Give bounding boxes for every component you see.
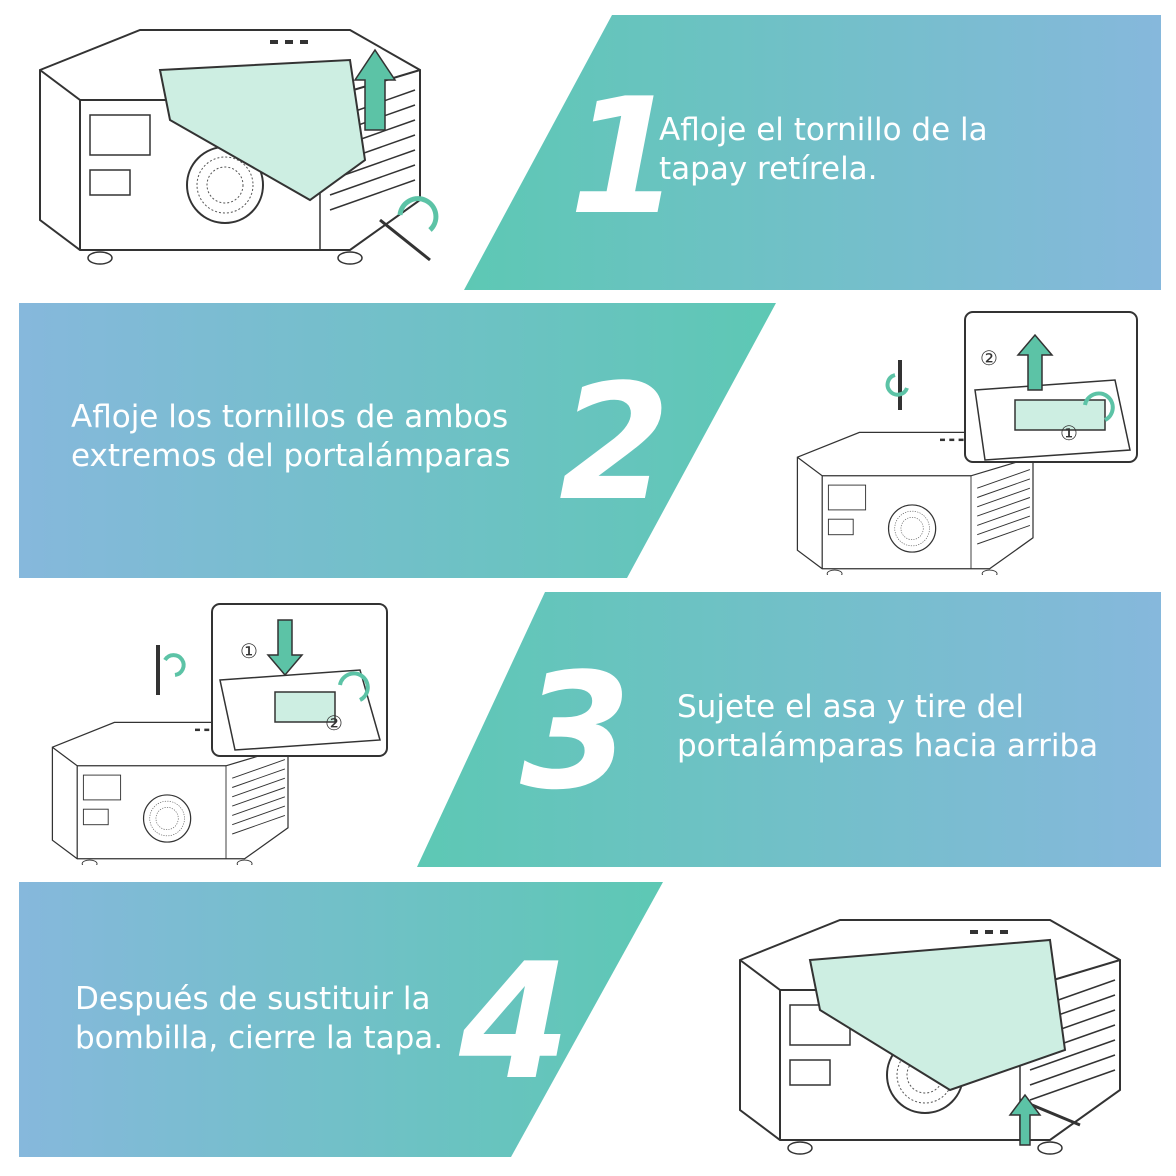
step-3-callout-2: ② — [325, 711, 343, 735]
projector-cover-removal-icon — [20, 10, 450, 275]
step-2-callout-1: ① — [1060, 421, 1078, 445]
step-4-text-line-2: bombilla, cierre la tapa. — [75, 1020, 444, 1056]
step-3-callout-1: ① — [240, 639, 258, 663]
step-4-text: Después de sustituir la bombilla, cierre… — [75, 980, 443, 1058]
step-2-text-line-2: extremos del portalámparas — [71, 438, 511, 474]
step-3-number: 3 — [520, 638, 632, 825]
step-3-banner: 3 Sujete el asa y tire del portalámparas… — [417, 592, 1161, 867]
step-1-text: Afloje el tornillo de la tapay retírela. — [659, 111, 988, 189]
projector-cover-close-icon — [720, 900, 1150, 1165]
step-1-text-line-2: tapay retírela. — [659, 151, 878, 187]
step-4-banner: 4 Después de sustituir la bombilla, cier… — [19, 882, 663, 1157]
step-2-text-line-1: Afloje los tornillos de ambos — [71, 399, 509, 435]
step-2-banner: 2 Afloje los tornillos de ambos extremos… — [19, 303, 776, 578]
step-2-text: Afloje los tornillos de ambos extremos d… — [71, 398, 510, 476]
step-1-band — [464, 15, 1161, 290]
step-2-number: 2 — [559, 349, 671, 536]
step-4-number: 4 — [459, 928, 571, 1115]
step-2-callout-2: ② — [980, 346, 998, 370]
step-3-text-line-1: Sujete el asa y tire del — [677, 689, 1024, 725]
step-1-banner: 1 Afloje el tornillo de la tapay retírel… — [464, 15, 1161, 290]
step-4-text-line-1: Después de sustituir la — [75, 981, 431, 1017]
step-3-text-line-2: portalámparas hacia arriba — [677, 728, 1099, 764]
step-1-number: 1 — [569, 63, 681, 250]
step-3-text: Sujete el asa y tire del portalámparas h… — [677, 688, 1098, 766]
step-3-band — [417, 592, 1161, 867]
lamp-holder-pull-icon: ① ② — [40, 600, 395, 869]
step-1-text-line-1: Afloje el tornillo de la — [659, 112, 988, 148]
step-4-band — [19, 882, 663, 1157]
step-2-band — [19, 303, 776, 578]
lamp-holder-screws-icon: ② ① — [785, 310, 1140, 579]
